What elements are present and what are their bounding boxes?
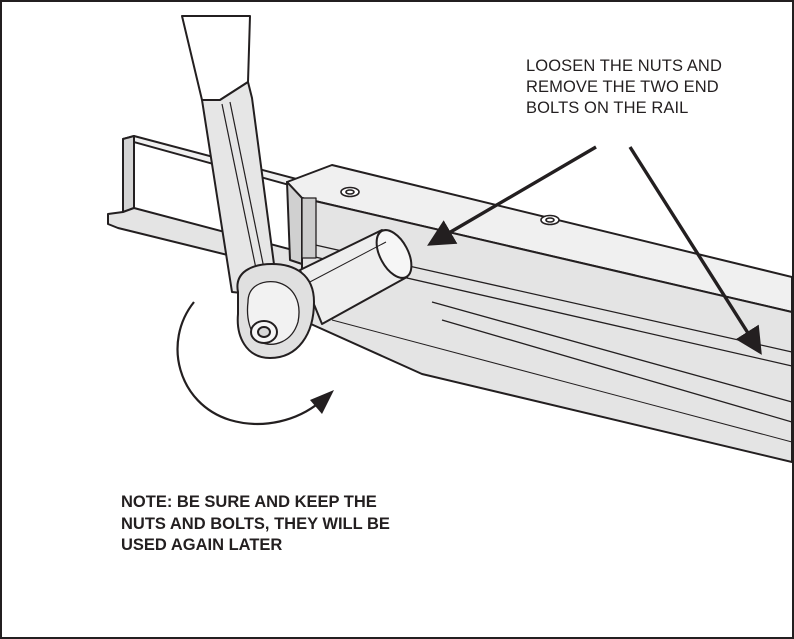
front-rail: [286, 164, 792, 463]
callout-line: LOOSEN THE NUTS AND: [526, 57, 722, 75]
note-text: NOTE: BE SURE AND KEEP THE NUTS AND BOLT…: [121, 492, 501, 557]
callout-line: BOLTS ON THE RAIL: [526, 99, 689, 117]
socket-extension: [299, 229, 413, 325]
note-line: NOTE: BE SURE AND KEEP THE: [121, 493, 377, 511]
clockwise-rotation-arrow-icon: [176, 301, 334, 426]
callout-instruction-text: LOOSEN THE NUTS AND REMOVE THE TWO END B…: [526, 56, 776, 119]
note-line: USED AGAIN LATER: [121, 536, 283, 554]
note-line: NUTS AND BOLTS, THEY WILL BE: [121, 514, 390, 533]
callout-arrows: [427, 145, 762, 355]
rail-bolt-holes: [340, 186, 560, 226]
pointer-arrow-near-bolt: [427, 145, 597, 246]
pointer-arrow-far-bolt: [628, 146, 762, 355]
callout-line: REMOVE THE TWO END: [526, 78, 719, 96]
ratchet-wrench-icon: [181, 15, 315, 359]
